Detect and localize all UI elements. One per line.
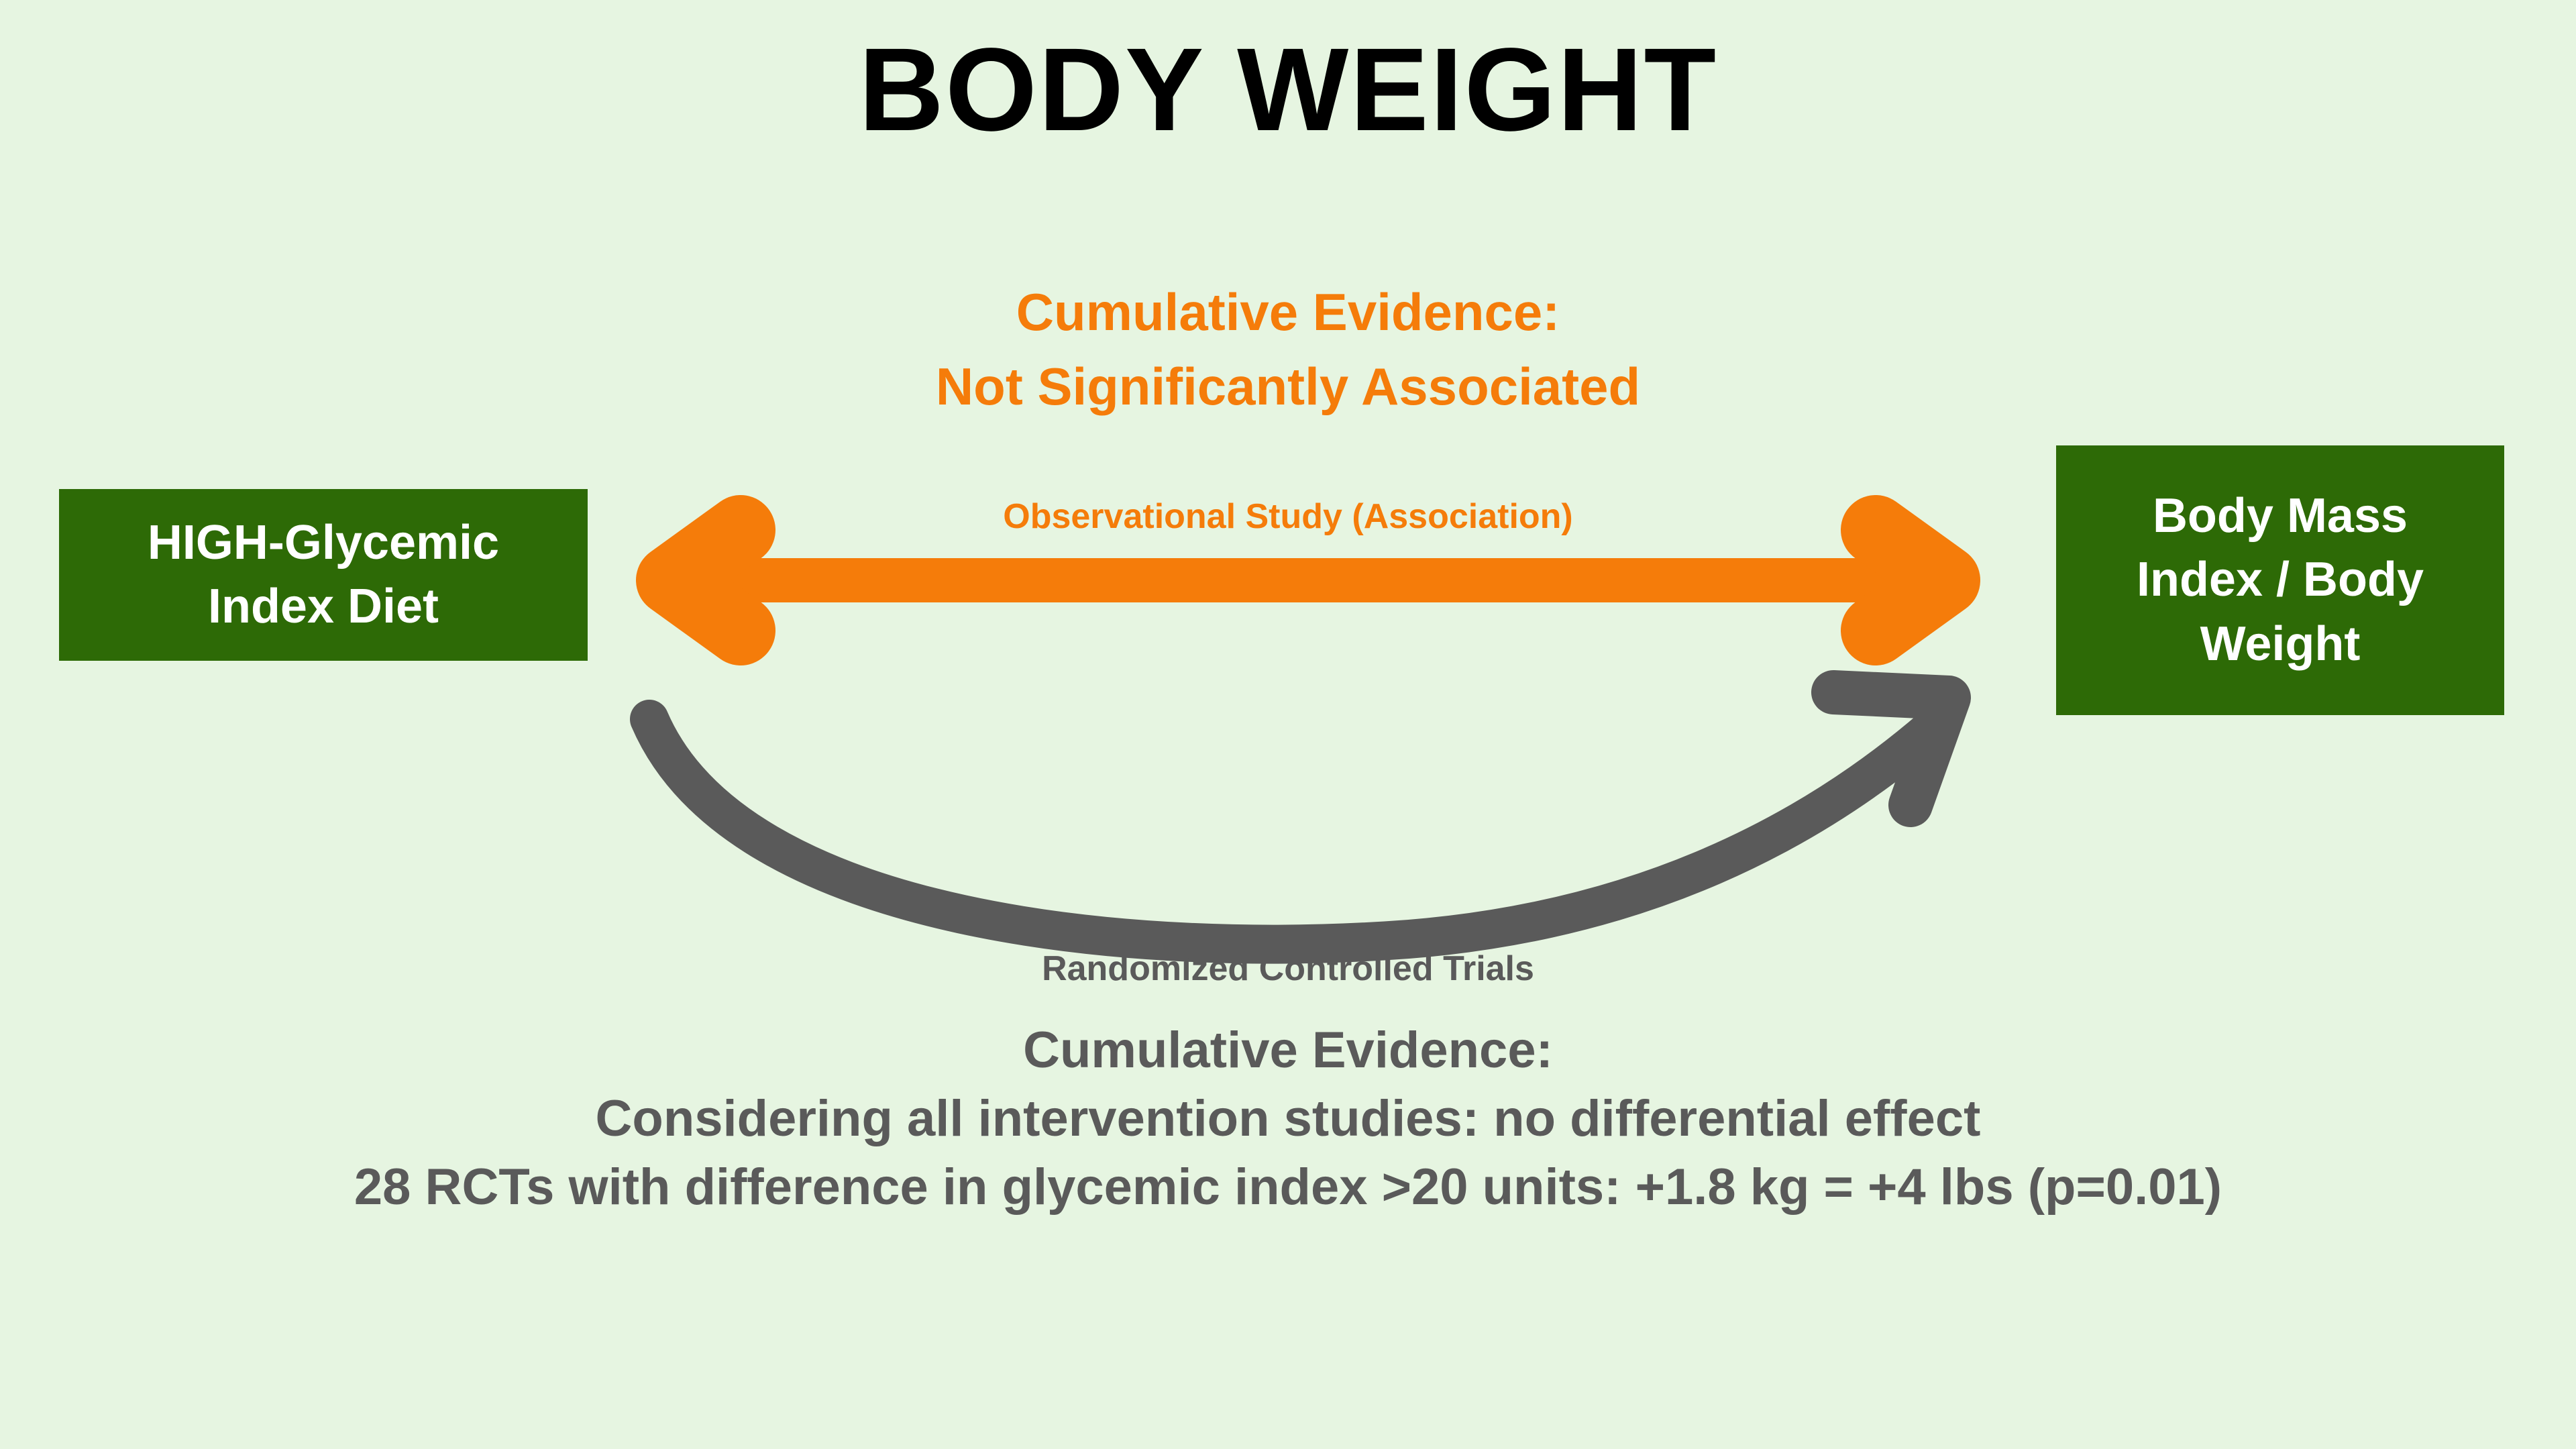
rct-conclusion-heading: Cumulative Evidence: [1023,1022,1553,1079]
node-exposure-line-2: Index Diet [207,580,439,633]
page-title: BODY WEIGHT [858,24,1718,156]
node-exposure-line-1: HIGH-Glycemic [147,515,500,570]
node-outcome-line-2: Index / Body [2136,553,2424,607]
curved-arrow-icon [630,670,1971,964]
node-outcome-body-mass-index-body-weight: Body Mass Index / Body Weight [2056,445,2504,715]
association-arrow-label: Observational Study (Association) [1003,497,1573,536]
rct-conclusion-line-2: 28 RCTs with difference in glycemic inde… [354,1159,2222,1216]
association-conclusion-line-1: Cumulative Evidence: [1016,282,1560,341]
node-outcome-line-1: Body Mass [2152,489,2408,543]
rct-conclusion-line-1: Considering all intervention studies: no… [595,1090,1981,1147]
node-exposure-high-glycemic-index-diet: HIGH-Glycemic Index Diet [59,489,588,661]
double-headed-arrow-icon [636,495,1980,665]
node-outcome-line-3: Weight [2200,616,2361,671]
association-conclusion-line-2: Not Significantly Associated [935,356,1641,416]
rct-arrow-label: Randomized Controlled Trials [1042,949,1534,988]
rct-conclusion: Cumulative Evidence: Considering all int… [0,1025,2576,1230]
association-conclusion: Cumulative Evidence: Not Significantly A… [0,275,2576,424]
